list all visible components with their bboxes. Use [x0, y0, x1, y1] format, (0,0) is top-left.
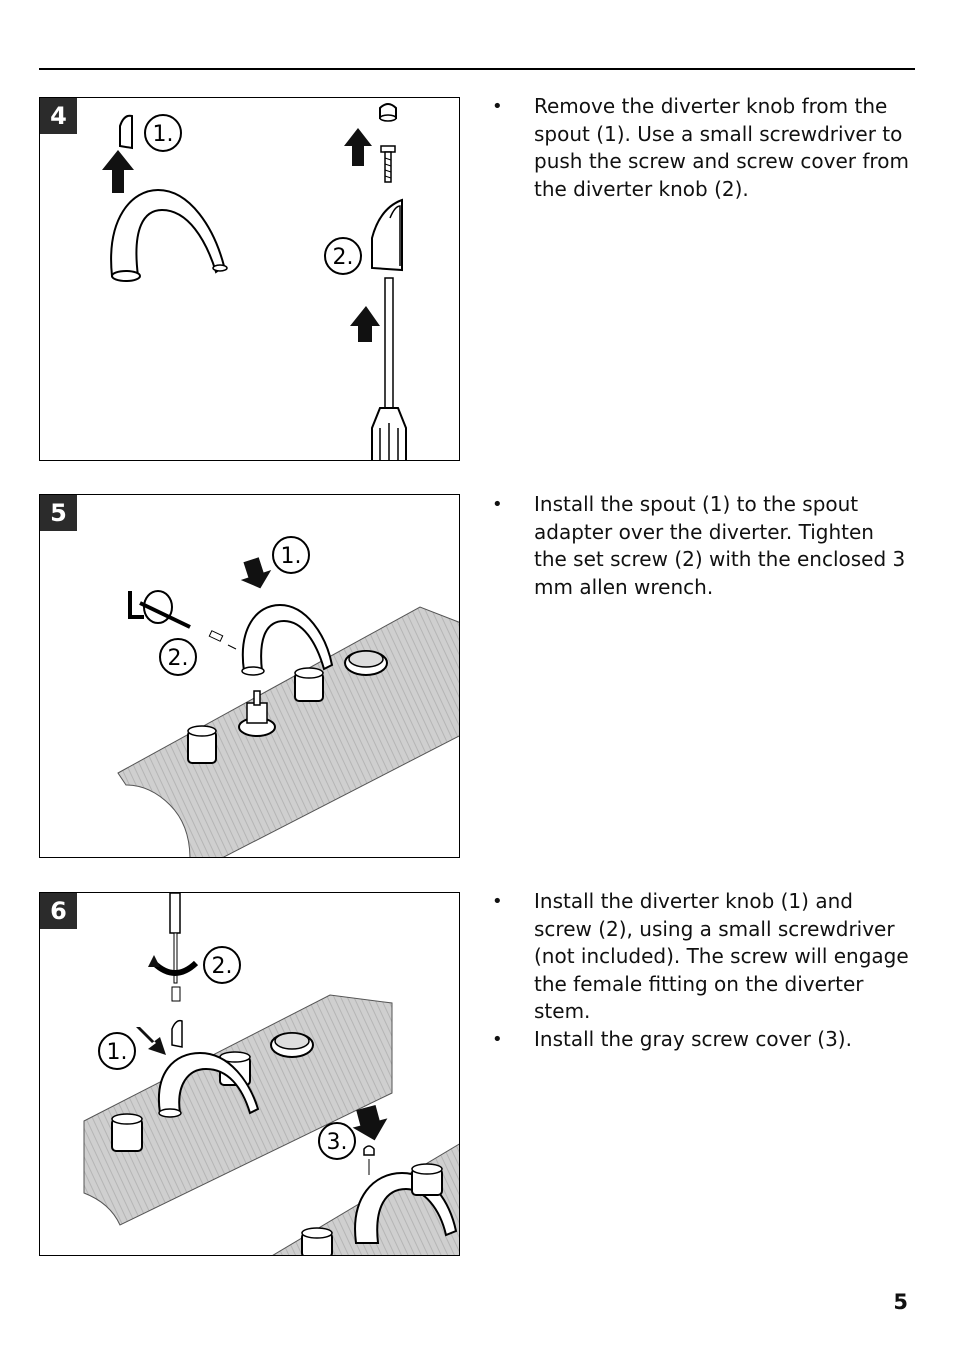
- diverter-knob-install-drawing: 2. 1. 3.: [83, 893, 459, 1255]
- step-number-badge: 6: [40, 893, 77, 929]
- step-number-badge: 5: [40, 495, 77, 531]
- callout-1: 1.: [281, 544, 302, 569]
- step-6-instructions: Install the diverter knob (1) and screw …: [492, 888, 912, 1053]
- callout-1: 1.: [153, 122, 174, 147]
- step-4-instructions: Remove the diverter knob from the spout …: [492, 93, 912, 203]
- instruction-item: Install the gray screw cover (3).: [492, 1026, 912, 1054]
- page-number: 5: [893, 1290, 908, 1314]
- instruction-item: Install the diverter knob (1) and screw …: [492, 888, 912, 1026]
- instruction-item: Install the spout (1) to the spout adapt…: [492, 491, 912, 601]
- step-5-instructions: Install the spout (1) to the spout adapt…: [492, 491, 912, 601]
- callout-3: 3.: [327, 1130, 348, 1155]
- header-rule: [39, 68, 915, 70]
- step-5-illustration: 5 1. 2.: [39, 494, 460, 858]
- step-4-illustration: 4 1. 2.: [39, 97, 460, 461]
- step-number-badge: 4: [40, 98, 77, 134]
- callout-2: 2.: [168, 646, 189, 671]
- callout-2: 2.: [333, 245, 354, 270]
- spout-install-drawing: 1. 2.: [117, 536, 459, 857]
- callout-2: 2.: [212, 954, 233, 979]
- step-6-illustration: 6 2.: [39, 892, 460, 1256]
- instruction-item: Remove the diverter knob from the spout …: [492, 93, 912, 203]
- diverter-knob-removal-drawing: 1. 2.: [102, 103, 407, 460]
- callout-1: 1.: [107, 1040, 128, 1065]
